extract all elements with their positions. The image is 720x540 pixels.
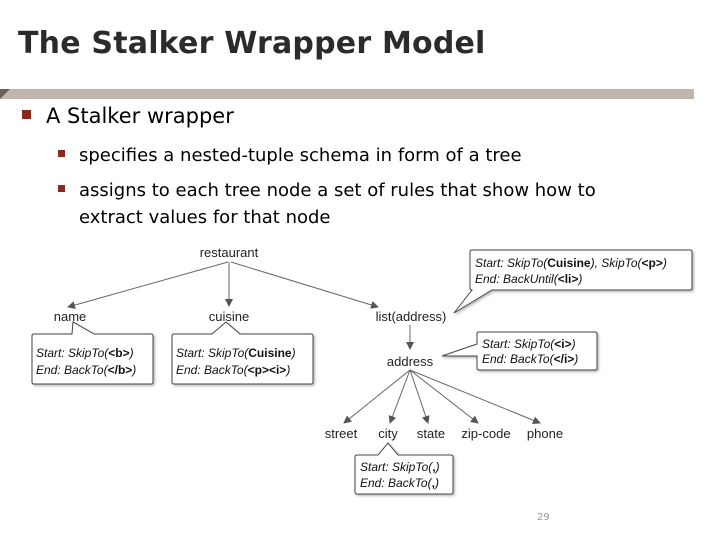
rule-city-start: Start: SkipTo(,) bbox=[360, 460, 440, 474]
node-restaurant: restaurant bbox=[200, 245, 259, 260]
rule-cuisine-end: End: BackTo(<p><i>) bbox=[176, 363, 290, 377]
rule-callout-cuisine bbox=[171, 321, 314, 385]
edge-address-zip bbox=[409, 369, 479, 424]
rule-name-end: End: BackTo(</b>) bbox=[36, 363, 136, 377]
edge-address-phone bbox=[409, 369, 541, 425]
node-city: city bbox=[378, 426, 398, 441]
rule-callout-list-address bbox=[453, 249, 693, 314]
rule-address-end: End: BackTo(</i>) bbox=[482, 352, 578, 366]
node-zip-code: zip-code bbox=[461, 426, 510, 441]
sub-bullet-text: specifies a nested-tuple schema in form … bbox=[79, 145, 522, 166]
rule-list-start: Start: SkipTo(Cuisine), SkipTo(<p>) bbox=[475, 256, 667, 270]
edge-address-state bbox=[409, 369, 430, 424]
tree-edges bbox=[67, 261, 541, 425]
node-state: state bbox=[417, 426, 445, 441]
node-phone: phone bbox=[527, 426, 563, 441]
bullet-square-icon bbox=[58, 150, 65, 157]
rule-callout-name bbox=[31, 321, 154, 385]
sub-bullet-2: assigns to each tree node a set of rules… bbox=[58, 180, 596, 201]
edge-restaurant-name bbox=[67, 261, 229, 309]
node-name: name bbox=[54, 309, 87, 324]
rule-name-start: Start: SkipTo(<b>) bbox=[36, 346, 134, 360]
node-cuisine: cuisine bbox=[209, 309, 249, 324]
page-title: The Stalker Wrapper Model bbox=[18, 26, 486, 61]
edge-address-street bbox=[343, 369, 411, 424]
node-list-address: list(address) bbox=[376, 309, 447, 324]
rule-city-end: End: BackTo(,) bbox=[360, 476, 439, 490]
node-address: address bbox=[387, 354, 434, 369]
bullet-main: A Stalker wrapper bbox=[22, 104, 234, 128]
title-divider-accent bbox=[0, 89, 10, 99]
rule-callout-city bbox=[354, 442, 454, 495]
title-divider bbox=[0, 89, 694, 99]
sub-bullet-2-continued: extract values for that node bbox=[79, 207, 331, 228]
bullet-main-text: A Stalker wrapper bbox=[46, 104, 234, 128]
rule-cuisine-start: Start: SkipTo(Cuisine) bbox=[176, 346, 296, 360]
node-street: street bbox=[325, 426, 358, 441]
bullet-square-icon bbox=[22, 110, 31, 119]
sub-bullet-text: assigns to each tree node a set of rules… bbox=[79, 180, 596, 201]
sub-bullet-1: specifies a nested-tuple schema in form … bbox=[58, 145, 522, 166]
edge-restaurant-list bbox=[230, 261, 379, 309]
bullet-square-icon bbox=[58, 185, 65, 192]
edge-address-city bbox=[388, 369, 411, 424]
rule-list-end: End: BackUntil(<li>) bbox=[475, 272, 582, 286]
page-number: 29 bbox=[537, 512, 550, 523]
rule-address-start: Start: SkipTo(<i>) bbox=[482, 337, 576, 351]
rule-callout-address bbox=[441, 331, 598, 371]
